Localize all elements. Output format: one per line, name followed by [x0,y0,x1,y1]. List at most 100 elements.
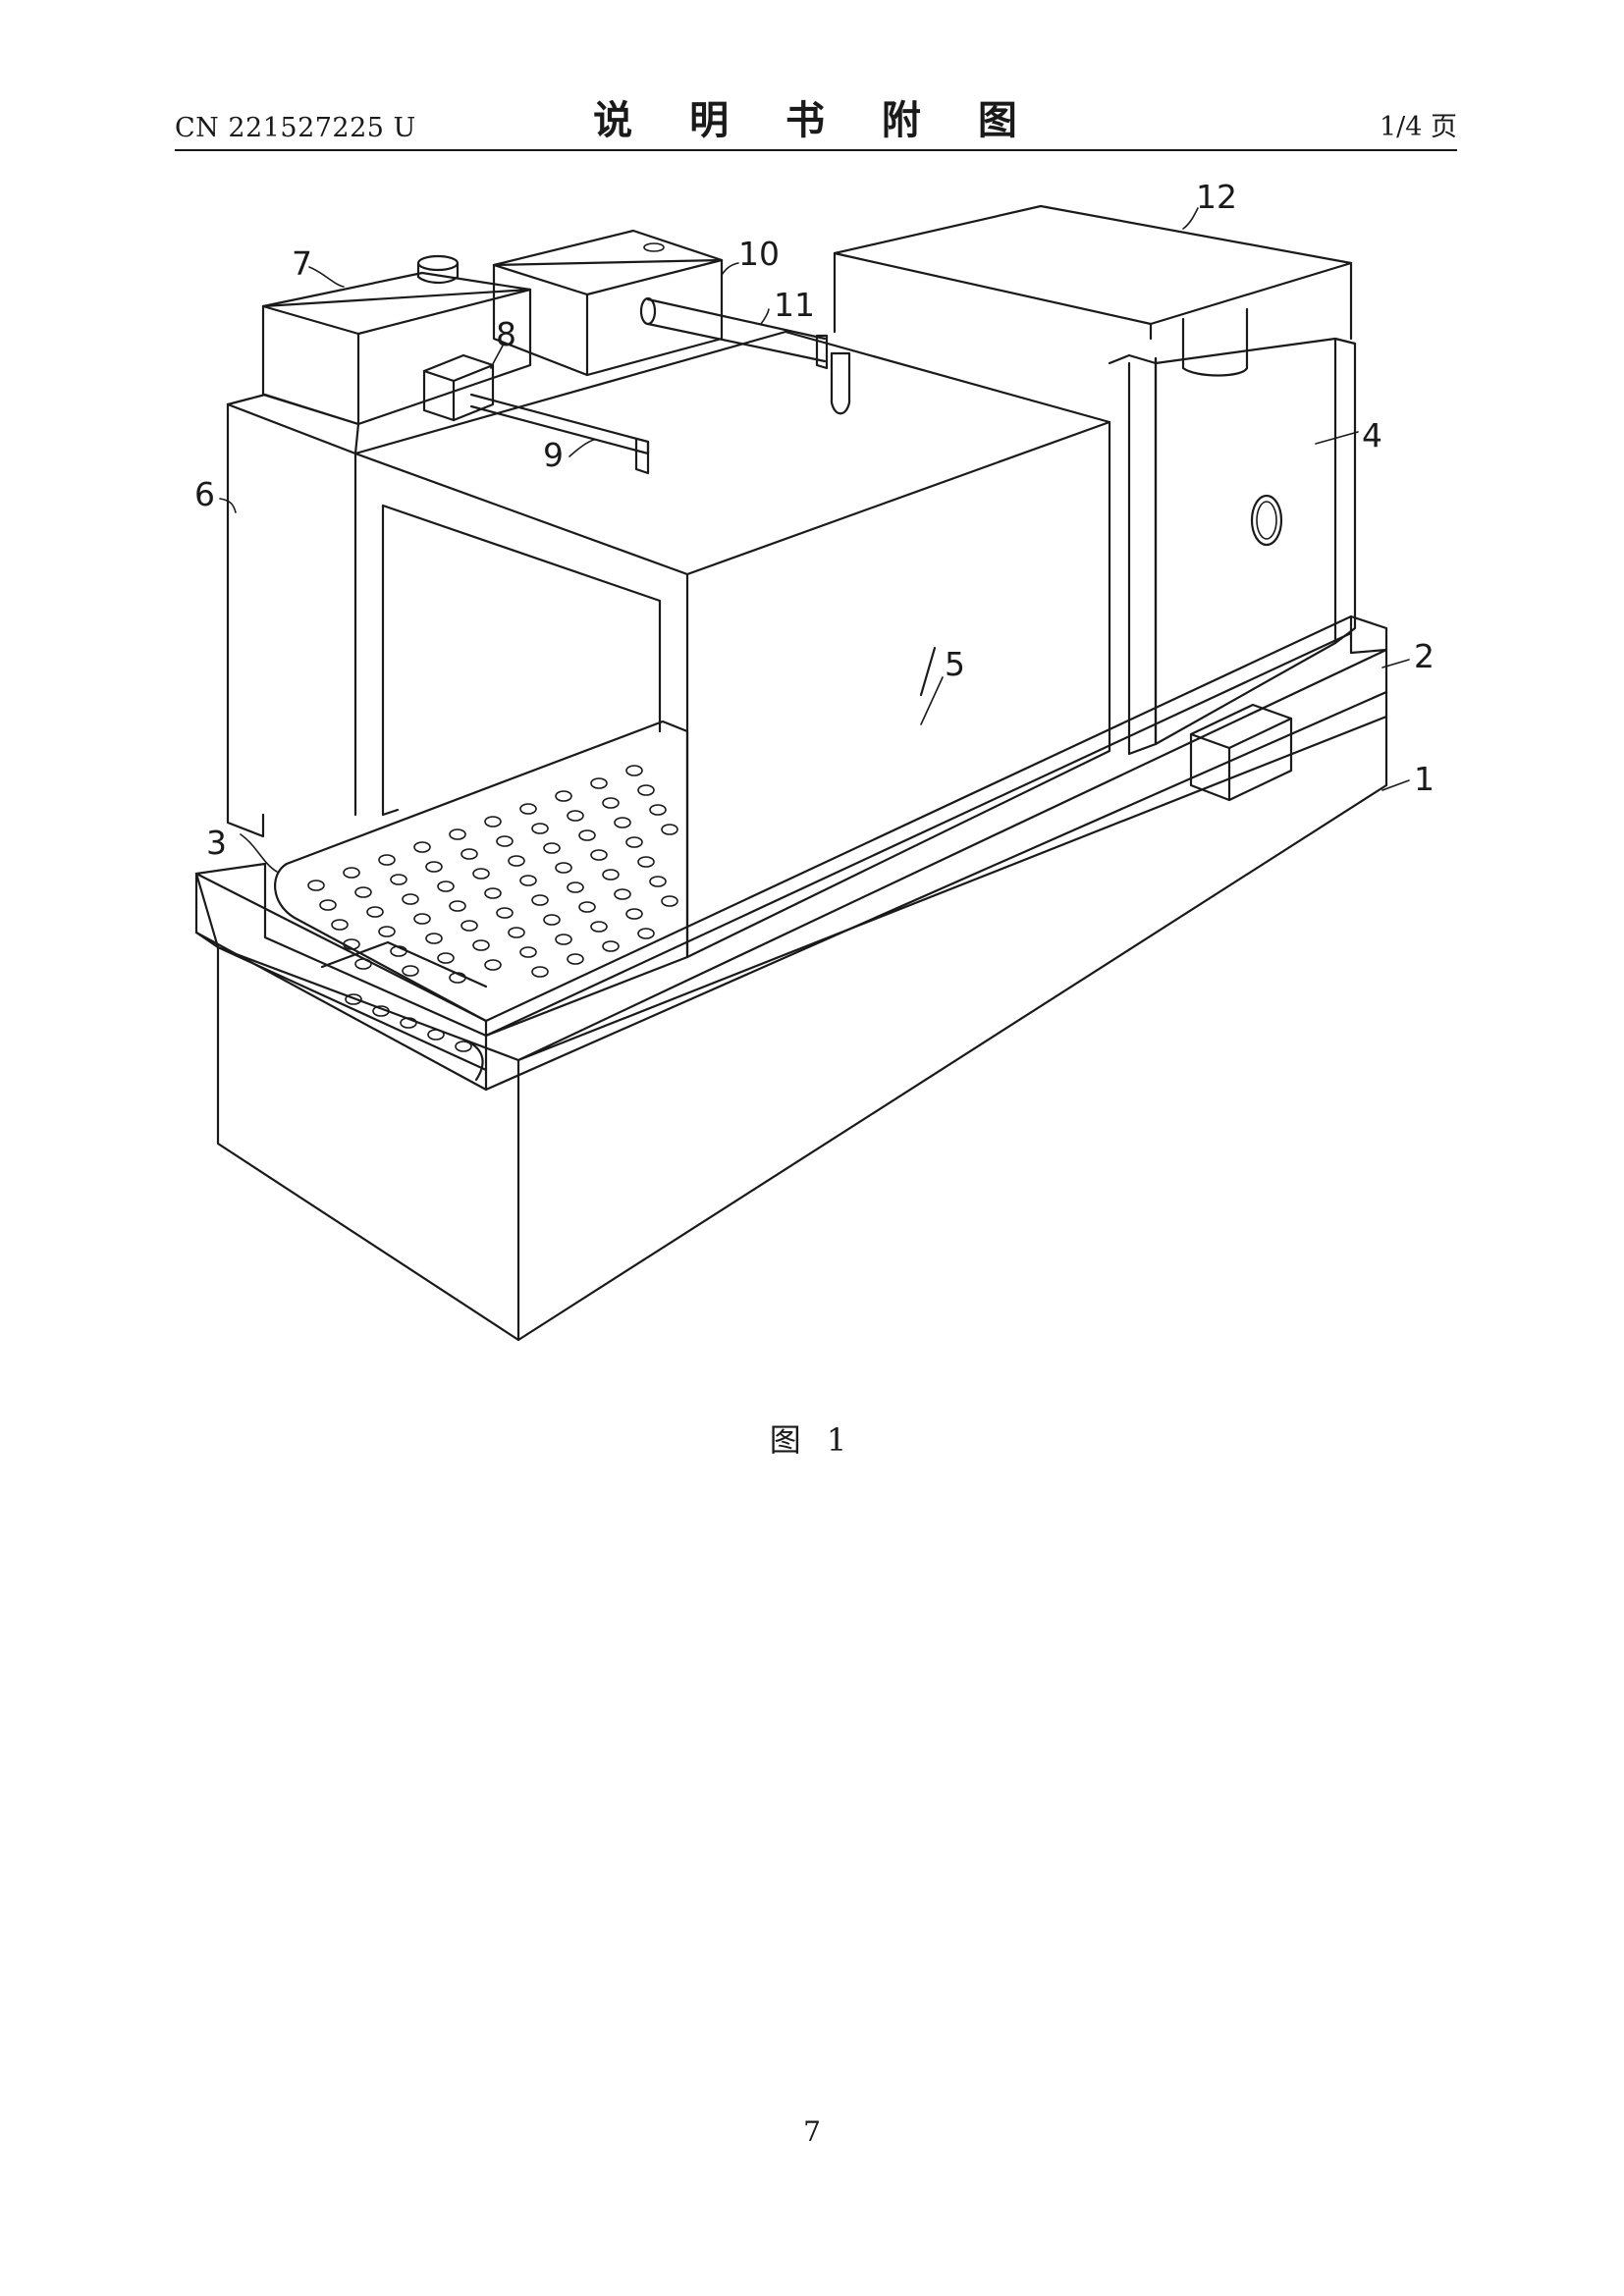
conveyor-hole [578,829,596,841]
cooling-box [1108,337,1357,756]
pump-unit [422,353,495,422]
conveyor-hole [331,919,349,931]
conveyor-hole [614,888,631,900]
conveyor-hole [567,810,584,822]
conveyor-hole [519,803,537,815]
conveyor-hole [508,927,525,938]
conveyor-hole [602,797,620,809]
conveyor-hole [402,893,419,905]
conveyor-holes [307,765,678,1052]
conveyor-hole [343,938,360,950]
air-pipe [639,296,851,415]
conveyor-hole [496,907,514,919]
conveyor-hole [531,823,549,834]
label-12: 12 [1196,178,1237,216]
conveyor-hole [637,856,655,868]
conveyor-hole [449,972,466,984]
label-10: 10 [738,235,780,273]
conveyor-hole [366,906,384,918]
conveyor-hole [343,867,360,879]
conveyor-hole [427,1029,445,1041]
conveyor-hole [378,926,396,937]
conveyor-hole [390,874,407,885]
conveyor-hole [649,876,667,887]
conveyor-hole [637,784,655,796]
conveyor-hole [543,842,561,854]
conveyor-hole [590,849,608,861]
patent-number: CN 221527225 U [175,113,416,143]
label-2: 2 [1414,637,1435,675]
conveyor-hole [484,887,502,899]
conveyor-hole [555,862,572,874]
conveyor-hole [661,895,678,907]
conveyor-hole [519,875,537,886]
conveyor-hole [508,855,525,867]
reference-numerals: 1 2 3 4 5 6 7 8 9 10 11 12 [194,178,1435,862]
conveyor-hole [345,993,362,1005]
conveyor-hole [425,861,443,873]
header-rule [175,149,1457,151]
conveyor-hole [625,836,643,848]
conveyor-hole [449,828,466,840]
conveyor-hole [319,899,337,911]
page-header: CN 221527225 U 说 明 书 附 图 1/4 页 [175,94,1457,151]
conveyor-hole [400,1017,417,1029]
conveyor-hole [460,848,478,860]
figure-caption: 图 1 [769,1421,855,1459]
conveyor-hole [578,901,596,913]
conveyor-belt [216,720,689,1082]
conveyor-hole [413,913,431,925]
conveyor-hole [484,959,502,971]
label-4: 4 [1362,416,1382,454]
conveyor-hole [649,804,667,816]
label-8: 8 [496,315,516,353]
top-cover [833,204,1353,377]
conveyor-hole [455,1041,472,1052]
label-11: 11 [774,286,815,324]
conveyor-hole [437,881,455,892]
conveyor-hole [602,940,620,952]
leader-lines [219,207,1410,873]
conveyor-hole [460,920,478,932]
conveyor-hole [661,824,678,835]
conveyor-hole [590,777,608,789]
conveyor-hole [519,946,537,958]
conveyor-hole [378,854,396,866]
label-5: 5 [945,645,965,683]
page-info: 1/4 页 [1379,112,1457,142]
conveyor-hole [354,886,372,898]
page-title: 说 明 书 附 图 [593,97,1039,143]
conveyor-hole [637,928,655,939]
conveyor-hole [531,966,549,978]
conveyor-hole [555,790,572,802]
conveyor-hole [590,921,608,933]
conveyor-hole [602,869,620,881]
conveyor-hole [390,945,407,957]
conveyor-hole [425,933,443,944]
conveyor-hole [413,841,431,853]
label-3: 3 [206,824,227,862]
label-7: 7 [292,244,312,283]
control-box [492,229,724,377]
spray-pipe [469,393,650,475]
conveyor-hole [614,817,631,828]
conveyor-hole [307,880,325,891]
conveyor-hole [484,816,502,828]
conveyor-hole [555,934,572,945]
side-housing [226,393,360,838]
conveyor-hole [437,952,455,964]
conveyor-hole [449,900,466,912]
conveyor-hole [543,914,561,926]
conveyor-hole [496,835,514,847]
conveyor-hole [567,881,584,893]
label-6: 6 [194,475,215,513]
conveyor-hole [402,965,419,977]
conveyor-hole [625,765,643,776]
page-number: 7 [803,2115,821,2148]
conveyor-hole [354,958,372,970]
base-frame [194,648,1388,1342]
conveyor-hole [625,908,643,920]
conveyor-hole [472,939,490,951]
conveyor-hole [531,894,549,906]
